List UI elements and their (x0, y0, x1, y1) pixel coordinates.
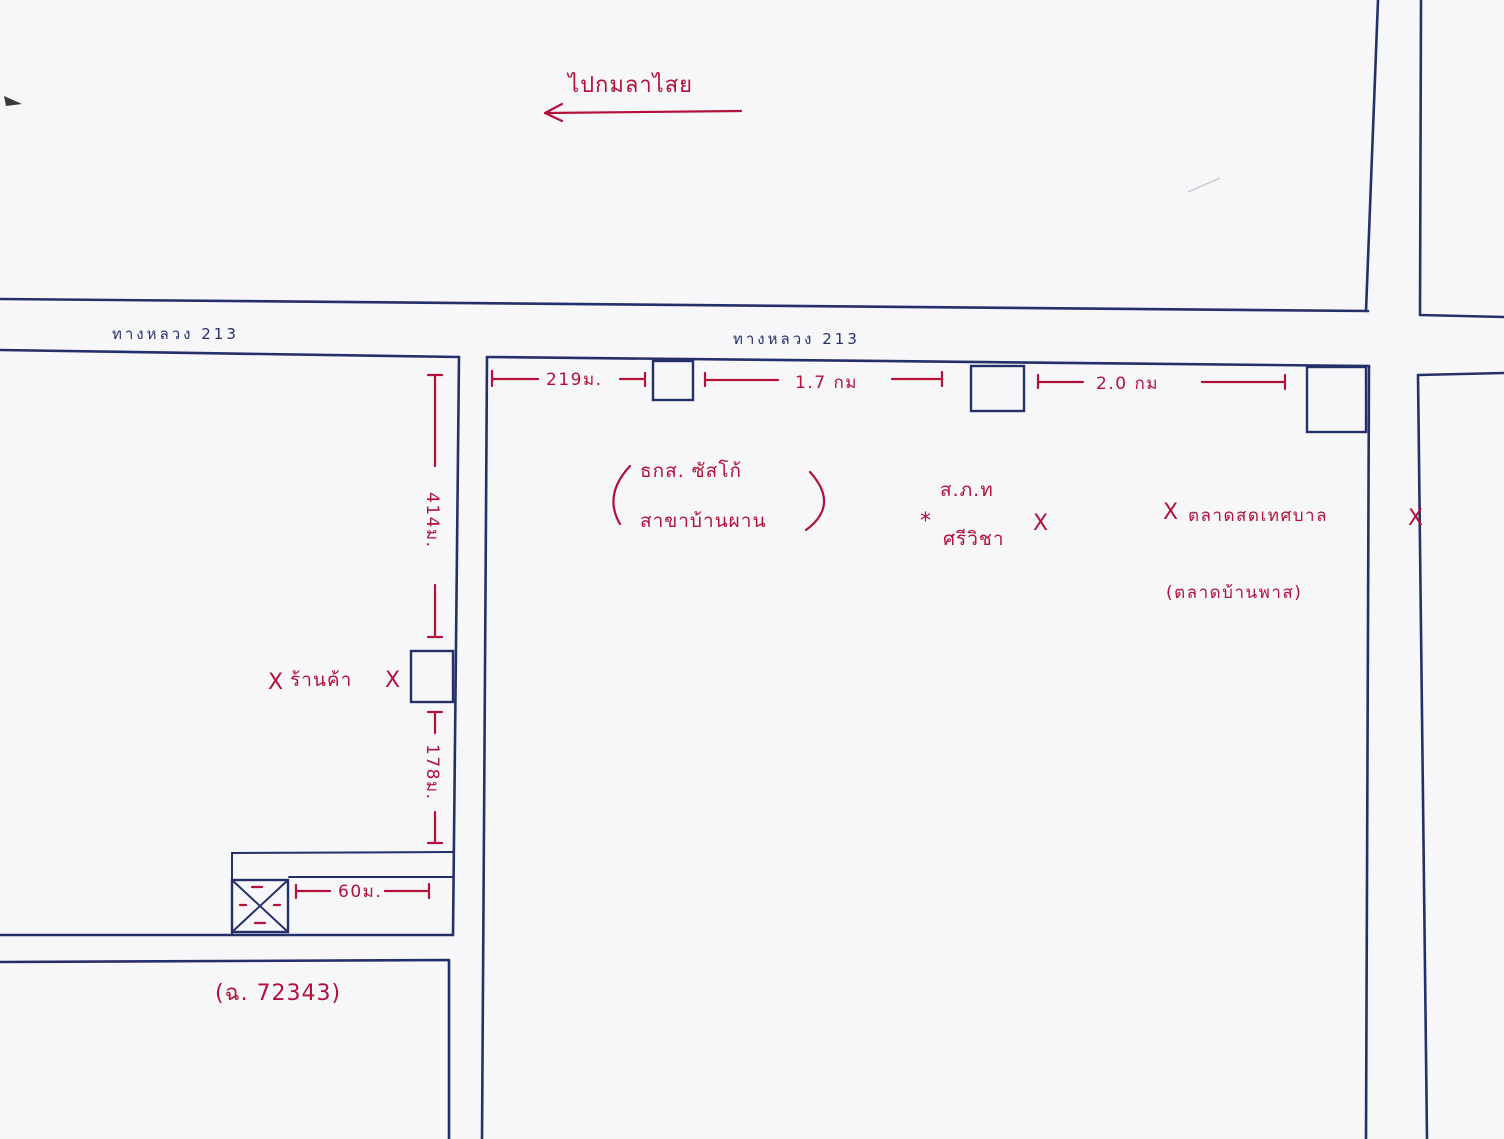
landmark-boxes (230, 359, 1368, 934)
distance-178: 178ม. (422, 744, 442, 801)
market-box (1305, 365, 1368, 434)
police-star-marker: * (920, 509, 931, 534)
distance-414: 414ม. (422, 492, 442, 549)
highway-label-west: ทางหลวง 213 (112, 325, 239, 343)
shop-name: ร้านค้า (290, 669, 352, 691)
target-plot-cross (231, 879, 289, 933)
paper-scratch (1187, 177, 1221, 193)
bank-name-line2: สาขาบ้านผาน (640, 510, 766, 532)
distance-dimensions: 219ม. 1.7 กม 2.0 กม 60ม. (294, 369, 1287, 902)
market-landmark: X ตลาดสดเทศบาล X (ตลาดบ้านพาส) (1163, 500, 1423, 603)
highway-north-edge (0, 297, 1370, 313)
access-strip-top (231, 851, 454, 854)
direction-arrow-head (543, 102, 564, 123)
direction-label: ไปกมลาไสย (566, 72, 693, 98)
bank-box (651, 359, 695, 402)
market-name-line2: (ตลาดบ้านพาส) (1166, 583, 1302, 603)
shop-x-marker-right: X (385, 668, 400, 693)
target-plot-marks (238, 885, 282, 925)
dim-line-17 (703, 370, 944, 388)
highway-south-edge-west (0, 348, 461, 359)
dim-line-20 (1036, 373, 1287, 391)
market-x-marker-left: X (1163, 500, 1178, 525)
bank-paren-left (612, 464, 632, 526)
vertical-dimensions: 414ม. 178ม. (422, 373, 444, 845)
dim-line-60 (294, 882, 431, 900)
police-box (969, 364, 1026, 413)
distance-17: 1.7 กม (795, 373, 858, 393)
highway-south-edge-east (485, 355, 1371, 368)
direction-indicator: ไปกมลาไสย (543, 72, 743, 123)
sideroad-west-edge (451, 355, 461, 937)
target-plot-box (230, 878, 290, 934)
bank-name-line1: ธกส. ซัสโก้ (640, 459, 742, 482)
bank-paren-right (804, 470, 826, 532)
shop-box (409, 649, 455, 704)
dim-line-414 (426, 373, 444, 639)
direction-arrow-shaft (543, 109, 743, 115)
market-x-marker-right: X (1408, 506, 1423, 531)
crossroad-north-east-edge (1418, 0, 1504, 319)
crossroad-south-west-edge (1364, 364, 1371, 1139)
distance-60: 60ม. (338, 882, 382, 902)
highway-label-east: ทางหลวง 213 (733, 330, 860, 348)
bank-landmark: ธกส. ซัสโก้ สาขาบ้านผาน (612, 459, 826, 532)
market-name-line1: ตลาดสดเทศบาล (1188, 506, 1328, 526)
police-name-line1: ส.ภ.ท (940, 479, 994, 501)
crossroad-north-west-edge (1364, 0, 1380, 313)
land-deed-number: (ฉ. 72343) (215, 981, 341, 1006)
lane-south-edge (0, 958, 451, 1139)
police-name-line2: ศรีวิชา (943, 528, 1005, 550)
shop-landmark: X ร้านค้า X (268, 668, 400, 695)
dim-line-219 (490, 369, 647, 388)
land-deed-landmark: (ฉ. 72343) (215, 981, 341, 1006)
police-landmark: ส.ภ.ท ศรีวิชา * X (920, 479, 1048, 550)
distance-219: 219ม. (546, 370, 603, 390)
shop-x-marker-left: X (268, 670, 283, 695)
distance-20: 2.0 กม (1096, 374, 1159, 394)
crossroad-south-east-edge (1416, 371, 1504, 1139)
sideroad-east-edge (480, 355, 489, 1139)
police-x-marker: X (1033, 511, 1048, 536)
ink-speck (4, 96, 22, 106)
dim-line-178 (426, 710, 444, 845)
